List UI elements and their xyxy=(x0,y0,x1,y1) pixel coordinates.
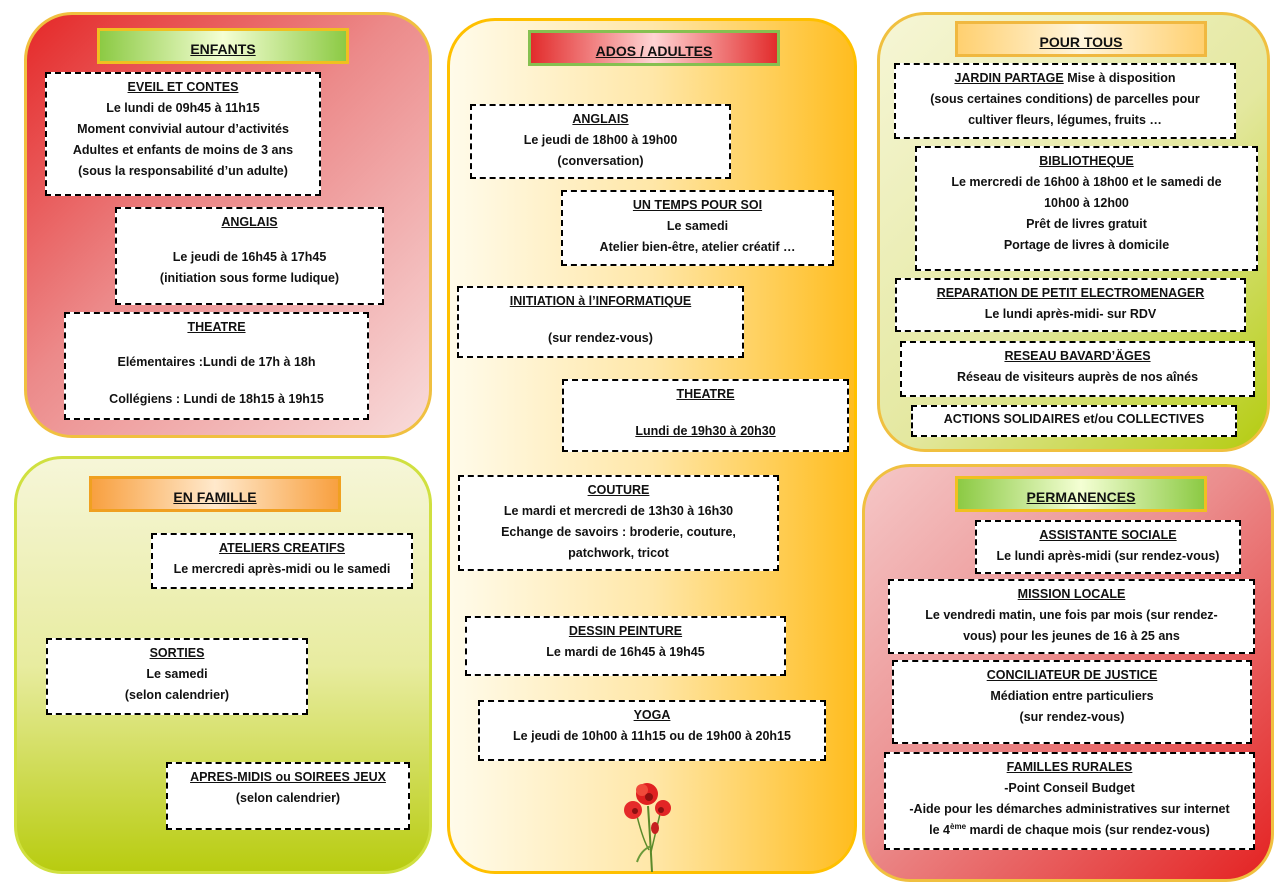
couture-box: COUTURE Le mardi et mercredi de 13h30 à … xyxy=(458,475,779,571)
tous-title: POUR TOUS xyxy=(955,21,1207,57)
enfants-theatre-line-1: Elémentaires :Lundi de 17h à 18h xyxy=(117,355,316,369)
couture-line-1: Le mardi et mercredi de 13h30 à 16h30 xyxy=(503,504,734,518)
bibliotheque-line-1: Le mercredi de 16h00 à 18h00 et le samed… xyxy=(951,175,1222,189)
sorties-title: SORTIES xyxy=(149,646,205,660)
sorties-line-1: Le samedi xyxy=(146,667,208,681)
reseau-line-1: Réseau de visiteurs auprès de nos aînés xyxy=(956,370,1199,384)
jardin-partage-title: JARDIN PARTAGE xyxy=(954,71,1064,85)
sorties-line-2: (selon calendrier) xyxy=(124,688,230,702)
actions-solidaires-box: ACTIONS SOLIDAIRES et/ou COLLECTIVES xyxy=(911,405,1237,437)
yoga-box: YOGA Le jeudi de 10h00 à 11h15 ou de 19h… xyxy=(478,700,826,761)
temps-pour-soi-title: UN TEMPS POUR SOI xyxy=(632,198,763,212)
jardin-line-3: cultiver fleurs, légumes, fruits … xyxy=(968,113,1162,127)
familles-rurales-line-3: le 4ème mardi de chaque mois (sur rendez… xyxy=(890,820,1249,841)
jeux-box: APRES-MIDIS ou SOIREES JEUX (selon calen… xyxy=(166,762,410,830)
couture-line-2: Echange de savoirs : broderie, couture, xyxy=(501,525,736,539)
enfants-theatre-line-2: Collégiens : Lundi de 18h15 à 19h15 xyxy=(109,392,324,406)
conciliateur-line-1: Médiation entre particuliers xyxy=(990,689,1154,703)
ateliers-creatifs-title: ATELIERS CREATIFS xyxy=(219,541,345,555)
reparation-line-1: Le lundi après-midi- sur RDV xyxy=(984,307,1157,321)
sorties-box: SORTIES Le samedi (selon calendrier) xyxy=(46,638,308,715)
conciliateur-box: CONCILIATEUR DE JUSTICE Médiation entre … xyxy=(892,660,1252,744)
jeux-title: APRES-MIDIS ou SOIREES JEUX xyxy=(190,770,386,784)
eveil-line-4: (sous la responsabilité d’un adulte) xyxy=(78,164,288,178)
dessin-peinture-line-1: Le mardi de 16h45 à 19h45 xyxy=(546,645,705,659)
informatique-box: INITIATION à l’INFORMATIQUE (sur rendez-… xyxy=(457,286,744,358)
ados-theatre-box: THEATRE Lundi de 19h30 à 20h30 xyxy=(562,379,849,452)
eveil-line-1: Le lundi de 09h45 à 11h15 xyxy=(106,101,260,115)
couture-line-3: patchwork, tricot xyxy=(568,546,669,560)
bibliotheque-box: BIBLIOTHEQUE Le mercredi de 16h00 à 18h0… xyxy=(915,146,1258,271)
bibliotheque-line-2: 10h00 à 12h00 xyxy=(1044,196,1129,210)
enfants-anglais-line-2: (initiation sous forme ludique) xyxy=(159,271,340,285)
mission-locale-box: MISSION LOCALE Le vendredi matin, une fo… xyxy=(888,579,1255,654)
eveil-line-3: Adultes et enfants de moins de 3 ans xyxy=(72,143,294,157)
eveil-contes-title: EVEIL ET CONTES xyxy=(127,80,239,94)
mission-locale-line-2: vous) pour les jeunes de 16 à 25 ans xyxy=(963,629,1180,643)
familles-line-3-sup: ème xyxy=(950,821,967,831)
enfants-theatre-title: THEATRE xyxy=(187,320,246,334)
ados-anglais-box: ANGLAIS Le jeudi de 18h00 à 19h00 (conve… xyxy=(470,104,731,179)
assistante-sociale-line-1: Le lundi après-midi (sur rendez-vous) xyxy=(996,549,1220,563)
ados-anglais-line-1: Le jeudi de 18h00 à 19h00 xyxy=(523,133,678,147)
bibliotheque-line-4: Portage de livres à domicile xyxy=(1003,238,1170,252)
reparation-box: REPARATION DE PETIT ELECTROMENAGER Le lu… xyxy=(895,278,1246,332)
enfants-anglais-line-1: Le jeudi de 16h45 à 17h45 xyxy=(172,250,327,264)
familles-rurales-title: FAMILLES RURALES xyxy=(1006,760,1133,774)
ados-anglais-title: ANGLAIS xyxy=(572,112,629,126)
ados-theatre-title: THEATRE xyxy=(676,387,735,401)
conciliateur-line-2: (sur rendez-vous) xyxy=(1019,710,1125,724)
mission-locale-title: MISSION LOCALE xyxy=(1017,587,1126,601)
poppy-flower-icon xyxy=(624,783,671,872)
ados-title: ADOS / ADULTES xyxy=(528,30,780,66)
dessin-peinture-title: DESSIN PEINTURE xyxy=(568,624,683,638)
yoga-title: YOGA xyxy=(633,708,671,722)
jardin-partage-box: JARDIN PARTAGE Mise à disposition (sous … xyxy=(894,63,1236,139)
famille-title: EN FAMILLE xyxy=(89,476,341,512)
bibliotheque-title: BIBLIOTHEQUE xyxy=(1039,154,1134,168)
familles-rurales-box: FAMILLES RURALES -Point Conseil Budget -… xyxy=(884,752,1255,850)
reparation-title: REPARATION DE PETIT ELECTROMENAGER xyxy=(936,286,1205,300)
enfants-theatre-box: THEATRE Elémentaires :Lundi de 17h à 18h… xyxy=(64,312,369,420)
conciliateur-title: CONCILIATEUR DE JUSTICE xyxy=(986,668,1158,682)
perm-title: PERMANENCES xyxy=(955,476,1207,512)
familles-rurales-line-1: -Point Conseil Budget xyxy=(1004,781,1135,795)
familles-line-3-start: le 4 xyxy=(929,823,951,837)
eveil-line-2: Moment convivial autour d’activités xyxy=(77,122,289,136)
reseau-title: RESEAU BAVARD’ÄGES xyxy=(1004,349,1151,363)
informatique-line-1: (sur rendez-vous) xyxy=(548,331,653,345)
familles-line-3-end: mardi de chaque mois (sur rendez-vous) xyxy=(966,823,1210,837)
ados-theatre-line-1: Lundi de 19h30 à 20h30 xyxy=(635,424,776,438)
jeux-line-1: (selon calendrier) xyxy=(235,791,341,805)
reseau-box: RESEAU BAVARD’ÄGES Réseau de visiteurs a… xyxy=(900,341,1255,397)
jardin-line-1: Mise à disposition xyxy=(1063,71,1176,85)
informatique-title: INITIATION à l’INFORMATIQUE xyxy=(509,294,692,308)
temps-pour-soi-box: UN TEMPS POUR SOI Le samedi Atelier bien… xyxy=(561,190,834,266)
familles-rurales-line-2: -Aide pour les démarches administratives… xyxy=(909,802,1230,816)
enfants-title: ENFANTS xyxy=(97,28,349,64)
yoga-line-1: Le jeudi de 10h00 à 11h15 ou de 19h00 à … xyxy=(513,729,791,743)
bibliotheque-line-3: Prêt de livres gratuit xyxy=(1026,217,1147,231)
mission-locale-line-1: Le vendredi matin, une fois par mois (su… xyxy=(925,608,1218,622)
ateliers-creatifs-box: ATELIERS CREATIFS Le mercredi après-midi… xyxy=(151,533,413,589)
assistante-sociale-box: ASSISTANTE SOCIALE Le lundi après-midi (… xyxy=(975,520,1241,574)
ados-anglais-line-2: (conversation) xyxy=(557,154,644,168)
eveil-contes-box: EVEIL ET CONTES Le lundi de 09h45 à 11h1… xyxy=(45,72,321,196)
enfants-anglais-title: ANGLAIS xyxy=(221,215,278,229)
temps-pour-soi-line-1: Le samedi xyxy=(666,219,729,233)
actions-solidaires-line: ACTIONS SOLIDAIRES et/ou COLLECTIVES xyxy=(943,412,1205,426)
dessin-peinture-box: DESSIN PEINTURE Le mardi de 16h45 à 19h4… xyxy=(465,616,786,676)
ateliers-creatifs-line-1: Le mercredi après-midi ou le samedi xyxy=(173,562,391,576)
couture-title: COUTURE xyxy=(587,483,650,497)
jardin-line-2: (sous certaines conditions) de parcelles… xyxy=(930,92,1200,106)
temps-pour-soi-line-2: Atelier bien-être, atelier créatif … xyxy=(599,240,796,254)
enfants-anglais-box: ANGLAIS Le jeudi de 16h45 à 17h45 (initi… xyxy=(115,207,384,305)
assistante-sociale-title: ASSISTANTE SOCIALE xyxy=(1039,528,1177,542)
